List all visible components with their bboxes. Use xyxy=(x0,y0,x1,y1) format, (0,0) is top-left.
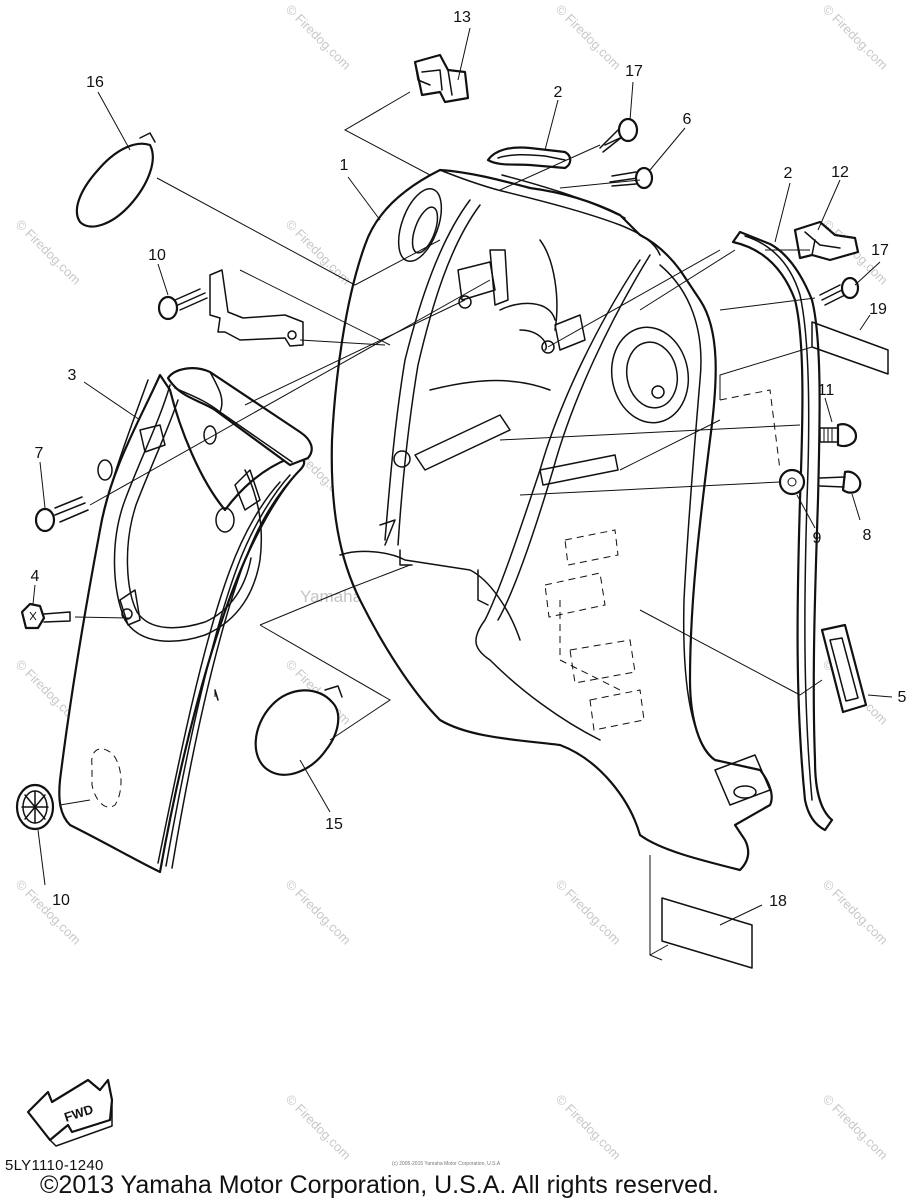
callout-11: 10 xyxy=(52,892,70,909)
part-13-clip xyxy=(793,220,860,262)
fwd-arrow-icon: FWD xyxy=(26,1078,114,1147)
part-11-emblem xyxy=(15,783,55,831)
callout-8: 8 xyxy=(863,527,872,544)
callout-3: 3 xyxy=(68,367,77,384)
callout-6: 7 xyxy=(35,445,44,462)
callout-19: 19 xyxy=(869,301,887,318)
callout-4: 4 xyxy=(31,568,40,585)
watermark: © Firedog.com xyxy=(553,2,624,73)
fasteners xyxy=(20,117,862,630)
part-3-front-panel xyxy=(58,373,306,874)
watermark: © Firedog.com xyxy=(283,2,354,73)
watermark: © Firedog.com xyxy=(820,877,891,948)
part-14-clip xyxy=(413,53,470,104)
callout-17: 17 xyxy=(625,63,643,80)
part-1-leg-shield xyxy=(330,168,773,872)
part-10-bracket xyxy=(209,269,304,347)
copyright-notice: ©2013 Yamaha Motor Corporation, U.S.A. A… xyxy=(40,1171,719,1199)
part-15-cap xyxy=(254,685,343,776)
watermark: © Firedog.com xyxy=(553,1092,624,1163)
part-5-grommet xyxy=(820,623,868,714)
part-2-weatherstrip-right xyxy=(731,230,834,832)
decal-panels xyxy=(661,321,889,969)
watermark: © Firedog.com xyxy=(283,1092,354,1163)
leader-lines xyxy=(59,91,823,961)
top-grille xyxy=(166,367,313,467)
watermark: © Firedog.com xyxy=(13,877,84,948)
watermark: © Firedog.com xyxy=(553,877,624,948)
watermark: © Firedog.com xyxy=(13,217,84,288)
hidden-outlines xyxy=(544,389,781,731)
callout-17b: 17 xyxy=(871,242,889,259)
fine-print: (c) 2005-2015 Yamaha Motor Corporation, … xyxy=(392,1161,501,1167)
callout-9: 9 xyxy=(813,530,822,547)
callout-15: 15 xyxy=(325,816,343,833)
callout-7: 6 xyxy=(683,111,692,128)
callout-10: 10 xyxy=(148,247,166,264)
callout-2b: 2 xyxy=(784,165,793,182)
watermark: © Firedog.com xyxy=(283,877,354,948)
watermark: © Firedog.com xyxy=(820,1092,891,1163)
callout-16: 16 xyxy=(86,74,104,91)
callout-14: 13 xyxy=(453,9,471,26)
callout-13: 12 xyxy=(831,164,849,181)
callout-1: 1 xyxy=(340,157,349,174)
callout-18: 18 xyxy=(769,893,787,910)
diagram-code: 5LY1110-1240 xyxy=(5,1157,104,1174)
part-2-weatherstrip-top xyxy=(486,146,572,170)
watermark: © Firedog.com xyxy=(820,2,891,73)
callout-12: 11 xyxy=(818,382,835,399)
callout-5: 5 xyxy=(898,689,907,706)
part-16-cap xyxy=(75,132,156,228)
callout-2: 2 xyxy=(554,84,563,101)
callouts: 13 16 2 17 6 1 2 12 17 19 10 3 11 7 9 8 xyxy=(31,9,907,926)
